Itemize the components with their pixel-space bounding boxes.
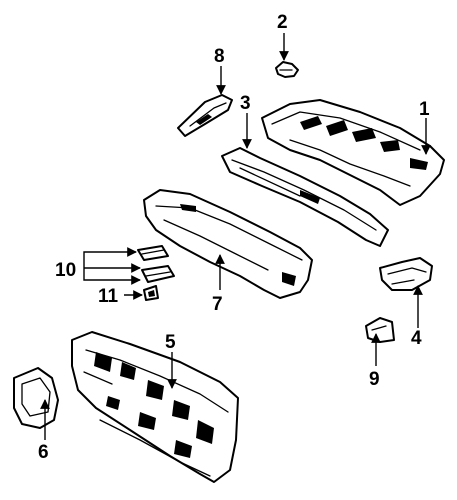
callout-5: 5	[165, 332, 176, 353]
callout-9: 9	[369, 369, 380, 390]
part-1-cowl-top-panel	[261, 99, 445, 206]
callout-4: 4	[411, 328, 422, 349]
callout-6: 6	[38, 442, 49, 463]
part-10-pads	[137, 245, 175, 283]
callout-10: 10	[55, 260, 76, 281]
part-6-side-panel	[13, 367, 59, 429]
part-5-dash-panel	[71, 331, 239, 483]
part-2-plug	[275, 61, 299, 78]
part-8-bracket	[177, 94, 233, 137]
part-4-bracket	[379, 257, 433, 291]
callout-11: 11	[98, 286, 119, 307]
callout-8: 8	[214, 46, 225, 67]
callout-7: 7	[212, 294, 223, 315]
part-9-bracket	[365, 317, 395, 343]
callout-3: 3	[240, 93, 251, 114]
callout-1: 1	[419, 99, 430, 120]
leader-lines	[40, 33, 431, 440]
callout-2: 2	[277, 12, 288, 33]
part-11-clip	[143, 285, 159, 301]
part-7-lower-cowl	[143, 189, 313, 299]
part-3-cowl-channel	[221, 147, 389, 247]
